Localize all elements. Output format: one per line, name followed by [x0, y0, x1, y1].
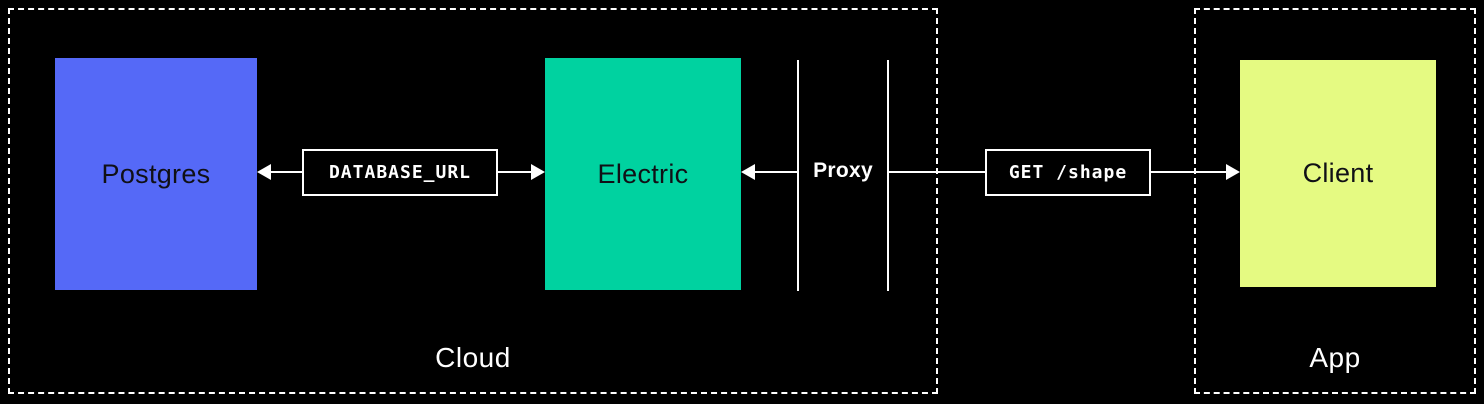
postgres-node-label: Postgres [101, 158, 211, 189]
arrowhead-into-client-icon [1226, 164, 1240, 180]
get-shape-label-box: GET /shape [985, 149, 1151, 196]
database-url-label-box: DATABASE_URL [302, 149, 498, 196]
database-url-label: DATABASE_URL [328, 162, 472, 183]
arrowhead-into-electric-left-icon [531, 164, 545, 180]
app-group: App [1194, 8, 1476, 394]
line-proxy-to-get-shape [889, 171, 985, 173]
arrowhead-into-electric-right-icon [741, 164, 755, 180]
electric-node: Electric [545, 58, 741, 290]
arrowhead-into-postgres-icon [257, 164, 271, 180]
line-get-shape-to-client [1151, 171, 1226, 173]
cloud-group-label: Cloud [435, 342, 511, 373]
client-node-label: Client [1302, 158, 1374, 188]
proxy-label: Proxy [813, 159, 873, 182]
proxy-right-bar [887, 60, 889, 291]
electric-node-label: Electric [597, 158, 689, 189]
line-electric-to-proxy [755, 171, 797, 173]
line-postgres-to-database-url [271, 171, 302, 173]
line-database-url-to-electric [498, 171, 531, 173]
get-shape-label: GET /shape [1008, 162, 1128, 183]
proxy-left-bar [797, 60, 799, 291]
postgres-node: Postgres [55, 58, 257, 290]
client-node: Client [1240, 60, 1436, 287]
app-group-label: App [1309, 342, 1361, 373]
cloud-group: Cloud [8, 8, 938, 394]
